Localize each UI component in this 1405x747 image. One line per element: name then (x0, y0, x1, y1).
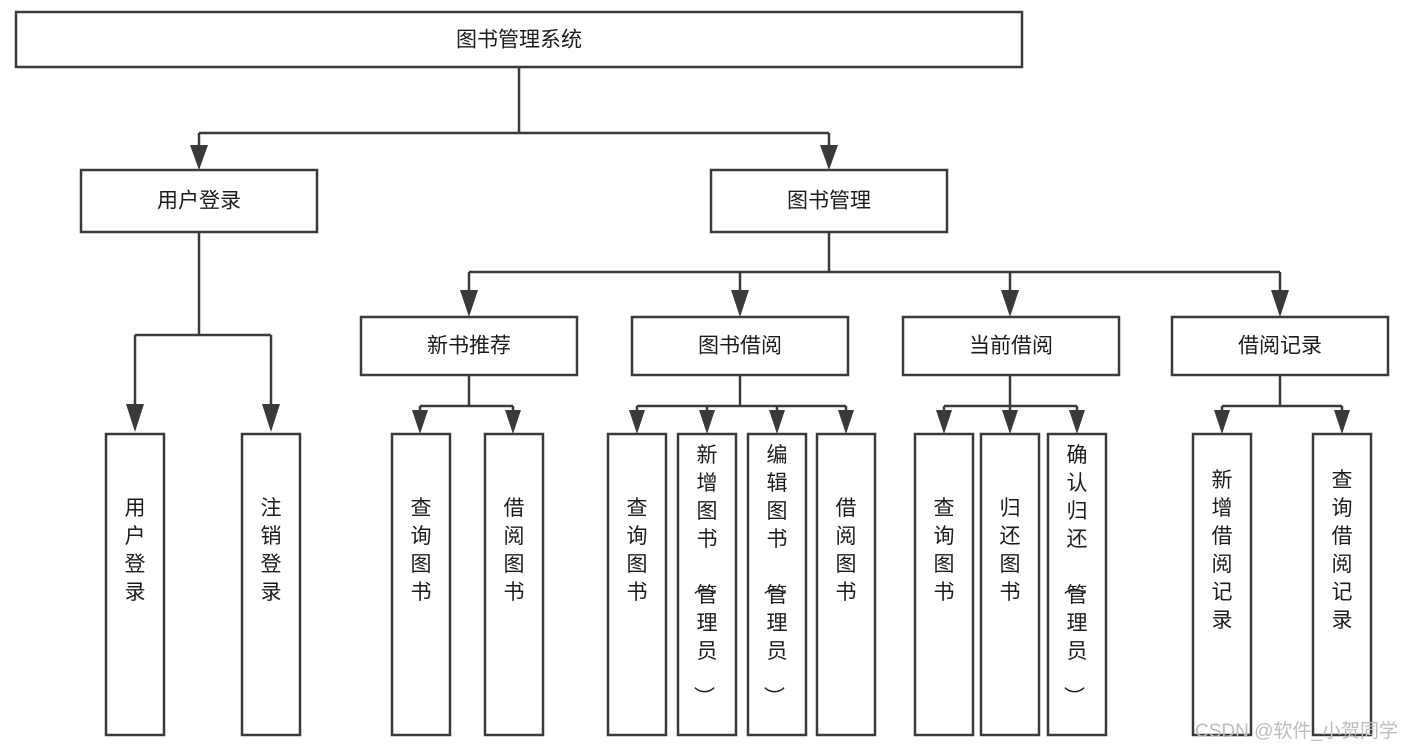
leaf-add-book-admin[interactable]: 新增图书（管理员） (676, 432, 738, 737)
leaf-edit-book-admin[interactable]: 编辑图书（管理员） (746, 432, 808, 737)
arrow-to-borrow-record (1271, 290, 1289, 317)
arrow-to-user-login (190, 145, 208, 170)
connector-group-book-borrow-to-leaves (629, 375, 854, 434)
node-user-login[interactable]: 用户登录 (79, 168, 319, 234)
connector-group-user-login-to-leaves (126, 232, 280, 432)
arrow-to-new-book-recommend (460, 290, 478, 317)
node-new-book-recommend[interactable]: 新书推荐 (359, 315, 579, 377)
arrow-to-leaf-borrow-book-2 (838, 410, 854, 434)
arrow-to-leaf-return-book (1002, 410, 1018, 434)
connector-group-root-to-level2 (190, 67, 838, 170)
node-book-borrow-label: 图书借阅 (698, 335, 782, 358)
node-borrow-record-box[interactable] (1170, 315, 1390, 377)
leaf-query-borrow-record[interactable]: 查询借阅记录 (1311, 432, 1373, 737)
leaf-query-book-current-label: 查询图书 (934, 497, 955, 604)
leaf-borrow-book-newbook-label: 借阅图书 (504, 497, 525, 604)
node-book-borrow[interactable]: 图书借阅 (630, 315, 850, 377)
leaf-borrow-book-newbook[interactable]: 借阅图书 (483, 432, 545, 737)
node-root-box[interactable] (14, 10, 1024, 69)
leaf-edit-book-admin-box[interactable] (746, 432, 808, 737)
leaf-user-login[interactable]: 用户登录 (104, 432, 166, 737)
leaf-edit-book-admin-label: 编辑图书（管理员） (762, 444, 788, 707)
csdn-watermark: CSDN @软件_小贺同学 (1195, 720, 1398, 742)
leaf-query-book-borrow[interactable]: 查询图书 (606, 432, 668, 737)
node-new-book-recommend-label: 新书推荐 (427, 335, 511, 358)
leaf-logout[interactable]: 注销登录 (240, 432, 302, 737)
leaf-query-book-newbook-label: 查询图书 (411, 497, 432, 604)
arrow-to-leaf-add-record (1214, 410, 1230, 434)
leaf-add-borrow-record-label: 新增借阅记录 (1212, 469, 1233, 632)
leaf-query-book-newbook-box[interactable] (390, 432, 452, 737)
node-user-login-box[interactable] (79, 168, 319, 234)
leaf-query-book-newbook[interactable]: 查询图书 (390, 432, 452, 737)
leaf-confirm-return-admin-box[interactable] (1046, 432, 1108, 737)
node-new-book-recommend-box[interactable] (359, 315, 579, 377)
arrow-to-book-mgmt (820, 145, 838, 170)
connector-group-current-borrow-to-leaves (936, 375, 1085, 434)
leaf-query-book-borrow-label: 查询图书 (627, 497, 648, 604)
node-book-management[interactable]: 图书管理 (709, 168, 949, 234)
connector-group-new-book-to-leaves (412, 375, 521, 434)
node-current-borrow[interactable]: 当前借阅 (901, 315, 1121, 377)
connector-group-borrow-record-to-leaves (1214, 375, 1350, 434)
leaf-return-book[interactable]: 归还图书 (979, 432, 1041, 737)
leaf-query-borrow-record-box[interactable] (1311, 432, 1373, 737)
leaf-borrow-book-newbook-box[interactable] (483, 432, 545, 737)
node-borrow-record-label: 借阅记录 (1238, 335, 1322, 358)
leaf-return-book-box[interactable] (979, 432, 1041, 737)
leaf-add-borrow-record-box[interactable] (1191, 432, 1253, 737)
node-user-login-label: 用户登录 (157, 190, 241, 213)
arrow-to-leaf-logout (262, 404, 280, 432)
leaf-borrow-book-borrow-label: 借阅图书 (836, 497, 857, 604)
leaf-add-book-admin-box[interactable] (676, 432, 738, 737)
node-root-label: 图书管理系统 (456, 29, 582, 52)
arrow-to-leaf-query-book-3 (936, 410, 952, 434)
arrow-to-book-borrow (731, 290, 749, 317)
node-book-management-label: 图书管理 (787, 190, 871, 213)
leaf-return-book-label: 归还图书 (1000, 497, 1021, 604)
arrow-to-leaf-query-book-1 (412, 410, 428, 434)
leaf-query-book-current-box[interactable] (913, 432, 975, 737)
leaf-user-login-box[interactable] (104, 432, 166, 737)
leaf-query-book-current[interactable]: 查询图书 (913, 432, 975, 737)
leaf-user-login-label: 用户登录 (125, 497, 146, 604)
leaf-borrow-book-borrow[interactable]: 借阅图书 (815, 432, 877, 737)
leaf-confirm-return-admin-label: 确认归还（管理员） (1062, 444, 1088, 707)
leaf-add-borrow-record[interactable]: 新增借阅记录 (1191, 432, 1253, 737)
node-current-borrow-label: 当前借阅 (969, 335, 1053, 358)
node-current-borrow-box[interactable] (901, 315, 1121, 377)
arrow-to-leaf-add-book (699, 410, 715, 434)
arrow-to-leaf-query-record (1334, 410, 1350, 434)
leaf-borrow-book-borrow-box[interactable] (815, 432, 877, 737)
node-book-management-box[interactable] (709, 168, 949, 234)
connector-group-book-mgmt-to-level3 (460, 232, 1289, 317)
arrow-to-leaf-user-login (126, 404, 144, 432)
arrow-to-leaf-borrow-book-1 (505, 410, 521, 434)
arrow-to-leaf-confirm-return (1069, 410, 1085, 434)
leaf-confirm-return-admin[interactable]: 确认归还（管理员） (1046, 432, 1108, 737)
node-borrow-record[interactable]: 借阅记录 (1170, 315, 1390, 377)
leaf-logout-box[interactable] (240, 432, 302, 737)
node-root-book-management-system[interactable]: 图书管理系统 (14, 10, 1024, 69)
leaf-add-book-admin-label: 新增图书（管理员） (692, 444, 718, 707)
leaf-query-borrow-record-label: 查询借阅记录 (1332, 469, 1353, 632)
leaf-logout-label: 注销登录 (261, 497, 282, 604)
arrow-to-leaf-query-book-2 (629, 410, 645, 434)
node-book-borrow-box[interactable] (630, 315, 850, 377)
arrow-to-leaf-edit-book (769, 410, 785, 434)
arrow-to-current-borrow (1001, 290, 1019, 317)
leaf-query-book-borrow-box[interactable] (606, 432, 668, 737)
